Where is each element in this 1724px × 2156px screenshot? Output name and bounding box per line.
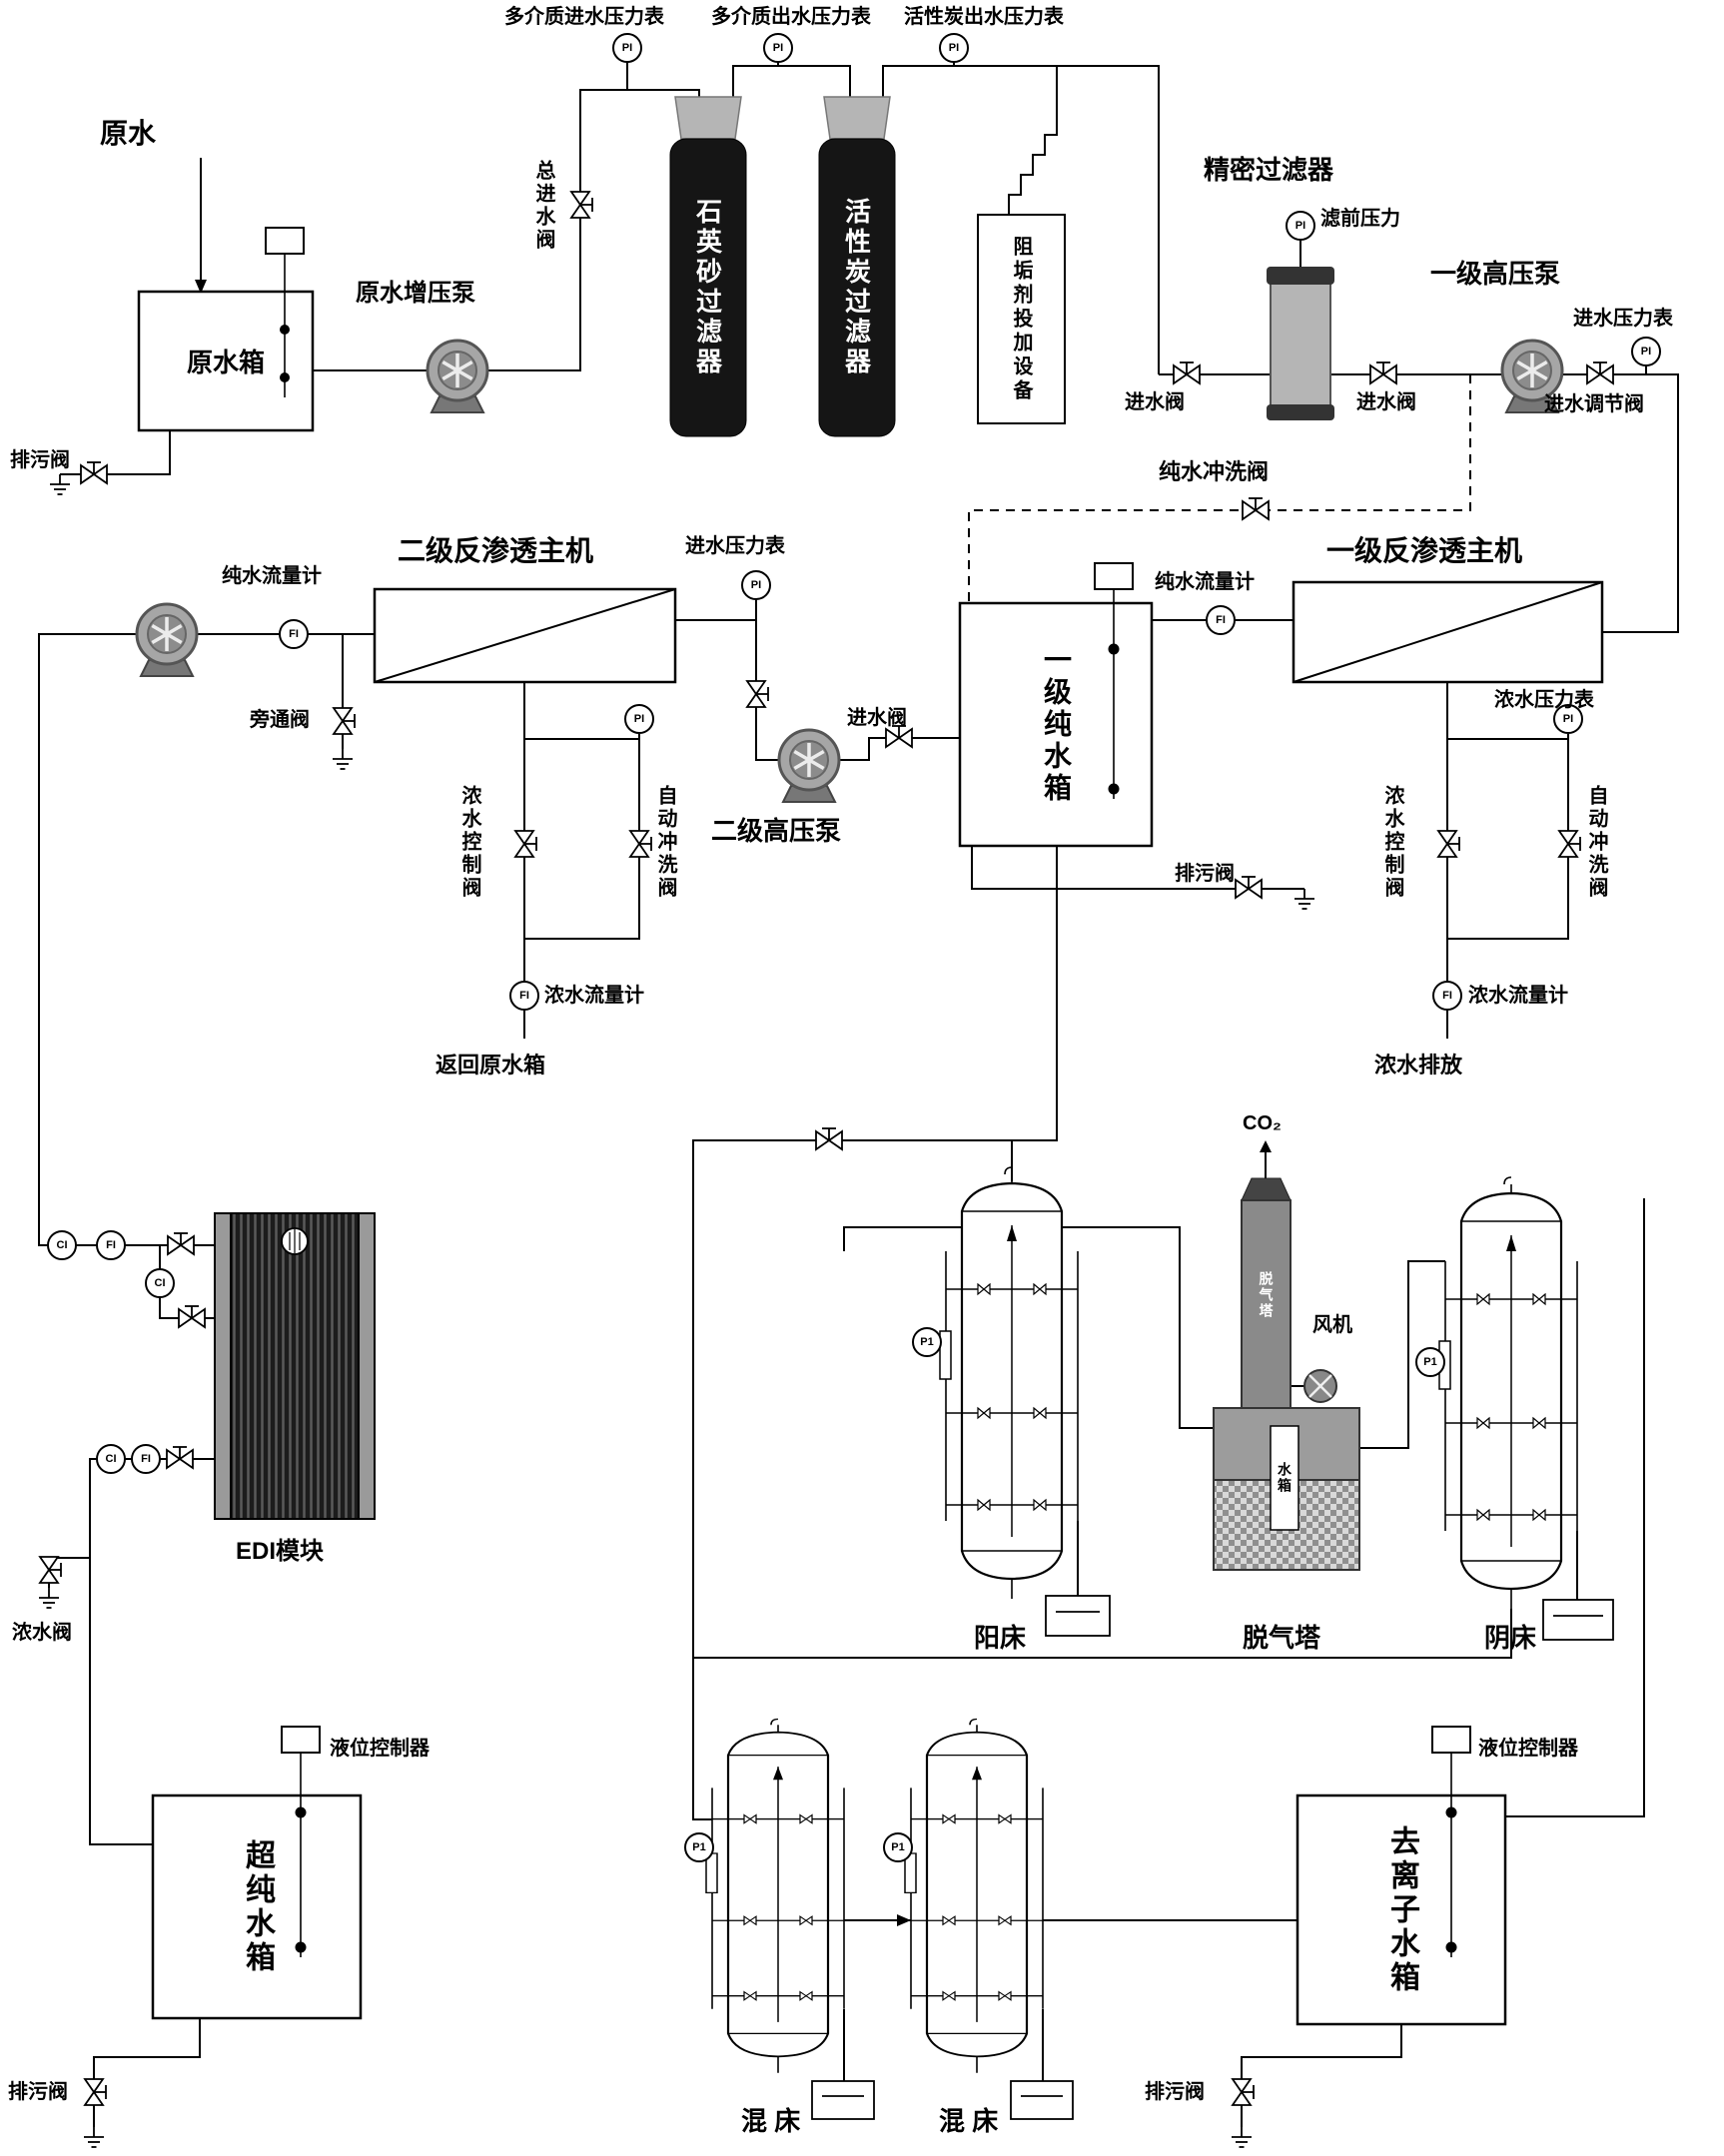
label-conc-flow-meter: 浓水流量计 — [544, 985, 644, 1007]
label-fan: 风机 — [1312, 1314, 1352, 1336]
fi-gauge: FI — [279, 619, 309, 649]
label-ro1: 一级反渗透主机 — [1326, 535, 1523, 566]
label-raw-water-tank: 原水箱 — [186, 348, 265, 377]
bed-sample-tanks — [811, 1595, 1614, 2120]
label-anion-bed: 阴床 — [1484, 1623, 1537, 1653]
label-mm-outlet-gauge: 多介质出水压力表 — [711, 6, 871, 28]
label-level-controller: 液位控制器 — [330, 1738, 430, 1760]
ci-gauge: CI — [96, 1444, 126, 1474]
label-drain-valve: 排污阀 — [1145, 2081, 1205, 2103]
quartz-sand-filter-vessel — [669, 96, 747, 437]
label-raw-water: 原水 — [100, 118, 157, 149]
label-drain-valve: 排污阀 — [1175, 863, 1235, 885]
p1-gauge: P1 — [1415, 1347, 1445, 1377]
label-conc-flow-meter: 浓水流量计 — [1468, 985, 1568, 1007]
label-small-water-tank: 水箱 — [1277, 1462, 1293, 1494]
label-drain-valve: 排污阀 — [10, 449, 70, 471]
edi-feed-pump-icon — [135, 602, 199, 678]
label-inlet-valve: 进水阀 — [1125, 391, 1185, 413]
label-raw-booster-pump: 原水增压泵 — [356, 280, 475, 307]
p1-gauge: P1 — [883, 1832, 913, 1862]
label-inlet-pressure-gauge: 进水压力表 — [1573, 308, 1673, 330]
pi-gauge: PI — [1631, 337, 1661, 366]
label-bypass-valve: 旁通阀 — [250, 709, 310, 731]
anion-bed-vessel — [1439, 1177, 1577, 1609]
label-stage1-hp-pump: 一级高压泵 — [1430, 259, 1561, 289]
ci-gauge: CI — [47, 1230, 77, 1260]
label-inlet-pressure-gauge: 进水压力表 — [685, 535, 785, 557]
label-conc-control-valve: 浓水控制阀 — [458, 785, 480, 900]
pi-gauge: PI — [763, 33, 793, 63]
label-pure-flow-meter: 纯水流量计 — [1155, 571, 1255, 593]
pi-gauge: PI — [624, 704, 654, 734]
precision-filter-vessel — [1267, 267, 1334, 420]
fi-gauge: FI — [131, 1444, 161, 1474]
antiscalant-dosing-box — [977, 214, 1066, 424]
ro2-unit — [373, 587, 677, 684]
label-main-inlet-valve: 总进水阀 — [532, 160, 554, 252]
edi-module-block — [214, 1212, 376, 1520]
fi-gauge: FI — [1206, 605, 1236, 635]
deionized-water-tank — [1295, 1726, 1507, 2026]
label-degasser: 脱气塔 — [1243, 1623, 1321, 1653]
stage1-pure-water-tank — [958, 562, 1154, 848]
degasser-tower — [1213, 1177, 1360, 1571]
label-conc-discharge: 浓水排放 — [1374, 1053, 1463, 1078]
cation-bed-vessel — [940, 1167, 1078, 1599]
ro1-unit — [1292, 580, 1604, 684]
fi-gauge: FI — [509, 981, 539, 1011]
label-auto-flush-valve: 自动冲洗阀 — [1585, 785, 1607, 900]
label-stage1-pure-tank: 一级纯水箱 — [1041, 644, 1072, 805]
pi-gauge: PI — [1553, 704, 1583, 734]
label-quartz-filter: 石英砂过滤器 — [692, 198, 723, 377]
pi-gauge: PI — [939, 33, 969, 63]
fi-gauge: FI — [96, 1230, 126, 1260]
ultrapure-water-tank — [151, 1726, 363, 2020]
mixed-bed-2-vessel — [905, 1720, 1043, 2073]
label-conc-valve: 浓水阀 — [12, 1622, 72, 1644]
label-pure-flow-meter: 纯水流量计 — [222, 565, 322, 587]
label-drain-valve: 排污阀 — [8, 2081, 68, 2103]
label-level-controller: 液位控制器 — [1478, 1738, 1578, 1760]
pi-gauge: PI — [1286, 211, 1315, 241]
activated-carbon-filter-vessel — [818, 96, 896, 437]
label-auto-flush-valve: 自动冲洗阀 — [654, 785, 676, 900]
label-precision-filter: 精密过滤器 — [1204, 155, 1334, 185]
label-ro2: 二级反渗透主机 — [398, 535, 594, 566]
label-cation-bed: 阳床 — [974, 1623, 1027, 1653]
label-mm-inlet-gauge: 多介质进水压力表 — [504, 6, 664, 28]
label-inlet-valve: 进水阀 — [847, 707, 907, 729]
mixed-bed-1-vessel — [706, 1720, 844, 2073]
label-pure-flush-valve: 纯水冲洗阀 — [1159, 459, 1270, 484]
label-co2: CO₂ — [1243, 1112, 1282, 1134]
label-stage2-hp-pump: 二级高压泵 — [711, 816, 842, 846]
label-return-raw-tank: 返回原水箱 — [435, 1053, 546, 1078]
label-prefilter-pressure: 滤前压力 — [1320, 208, 1400, 230]
raw-water-tank — [137, 227, 315, 432]
label-mixed-bed: 混 床 — [741, 2106, 801, 2136]
label-edi-module: EDI模块 — [236, 1538, 325, 1565]
label-di-tank: 去离子水箱 — [1385, 1824, 1418, 1995]
label-antiscalant: 阻垢剂投加设备 — [1010, 235, 1032, 403]
label-ac-outlet-gauge: 活性炭出水压力表 — [904, 6, 1064, 28]
piping-network — [38, 61, 1679, 2127]
label-carbon-filter: 活性炭过滤器 — [841, 198, 872, 377]
pi-gauge: PI — [612, 33, 642, 63]
label-inlet-valve: 进水阀 — [1356, 391, 1416, 413]
label-conc-pressure-gauge: 浓水压力表 — [1494, 689, 1594, 711]
p1-gauge: P1 — [684, 1832, 714, 1862]
fi-gauge: FI — [1432, 981, 1462, 1011]
label-degasser-tower: 脱气塔 — [1258, 1271, 1275, 1319]
pi-gauge: PI — [741, 570, 771, 600]
label-mixed-bed: 混 床 — [939, 2106, 999, 2136]
ci-gauge: CI — [145, 1268, 175, 1298]
label-ultrapure-tank: 超纯水箱 — [241, 1838, 274, 1975]
label-inlet-reg-valve: 进水调节阀 — [1544, 393, 1644, 415]
stage2-hp-pump-icon — [777, 728, 841, 804]
p1-gauge: P1 — [912, 1327, 942, 1357]
raw-booster-pump-icon — [426, 339, 489, 414]
label-conc-control-valve: 浓水控制阀 — [1381, 785, 1403, 900]
